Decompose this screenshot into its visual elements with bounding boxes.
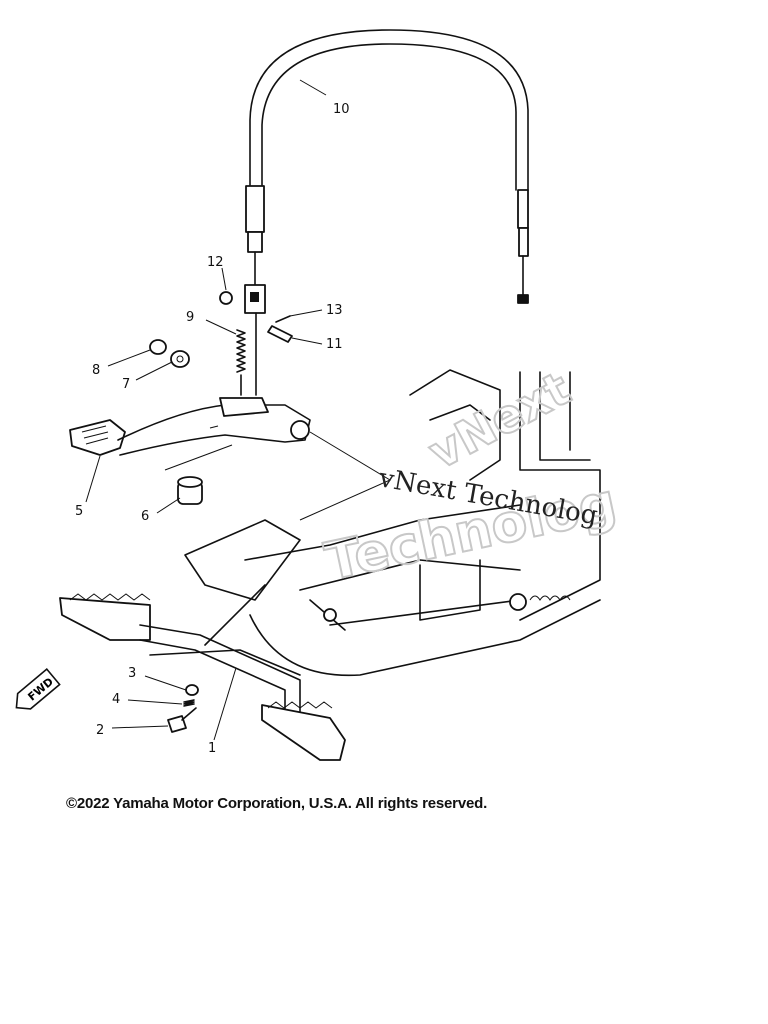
- callout-10: 10: [333, 102, 350, 117]
- fwd-arrow-badge: FWD: [15, 668, 61, 710]
- cable-clevis: [219, 284, 293, 396]
- callout-13: 13: [326, 303, 343, 318]
- copyright-notice: ©2022 Yamaha Motor Corporation, U.S.A. A…: [66, 795, 488, 812]
- callout-6: 6: [141, 509, 149, 524]
- bolt-spring-hardware: [167, 684, 199, 733]
- callout-labels: 10 12 9 13 11 8 7 5 6 3 4 2 1: [75, 102, 350, 756]
- leader-lines: [85, 79, 327, 741]
- callout-4: 4: [112, 692, 120, 707]
- callout-1: 1: [208, 741, 216, 756]
- footrest-assembly: [59, 584, 346, 761]
- callout-5: 5: [75, 504, 83, 519]
- frame: [184, 369, 601, 677]
- callout-9: 9: [186, 310, 194, 325]
- callout-7: 7: [122, 377, 130, 392]
- callout-2: 2: [96, 723, 104, 738]
- callout-12: 12: [207, 255, 224, 270]
- brake-cable: [245, 29, 529, 304]
- nut-washer: [149, 339, 190, 368]
- watermark-vnext: vNext: [420, 361, 579, 480]
- watermark: vNext Technolog vNext Technolog: [319, 360, 622, 594]
- callout-11: 11: [326, 337, 343, 352]
- assembly-guide-lines: [164, 431, 392, 521]
- return-spring: [236, 329, 246, 396]
- brake-pedal: [69, 397, 311, 456]
- callout-8: 8: [92, 363, 100, 378]
- callout-3: 3: [128, 666, 136, 681]
- pivot-bushing: [177, 476, 203, 505]
